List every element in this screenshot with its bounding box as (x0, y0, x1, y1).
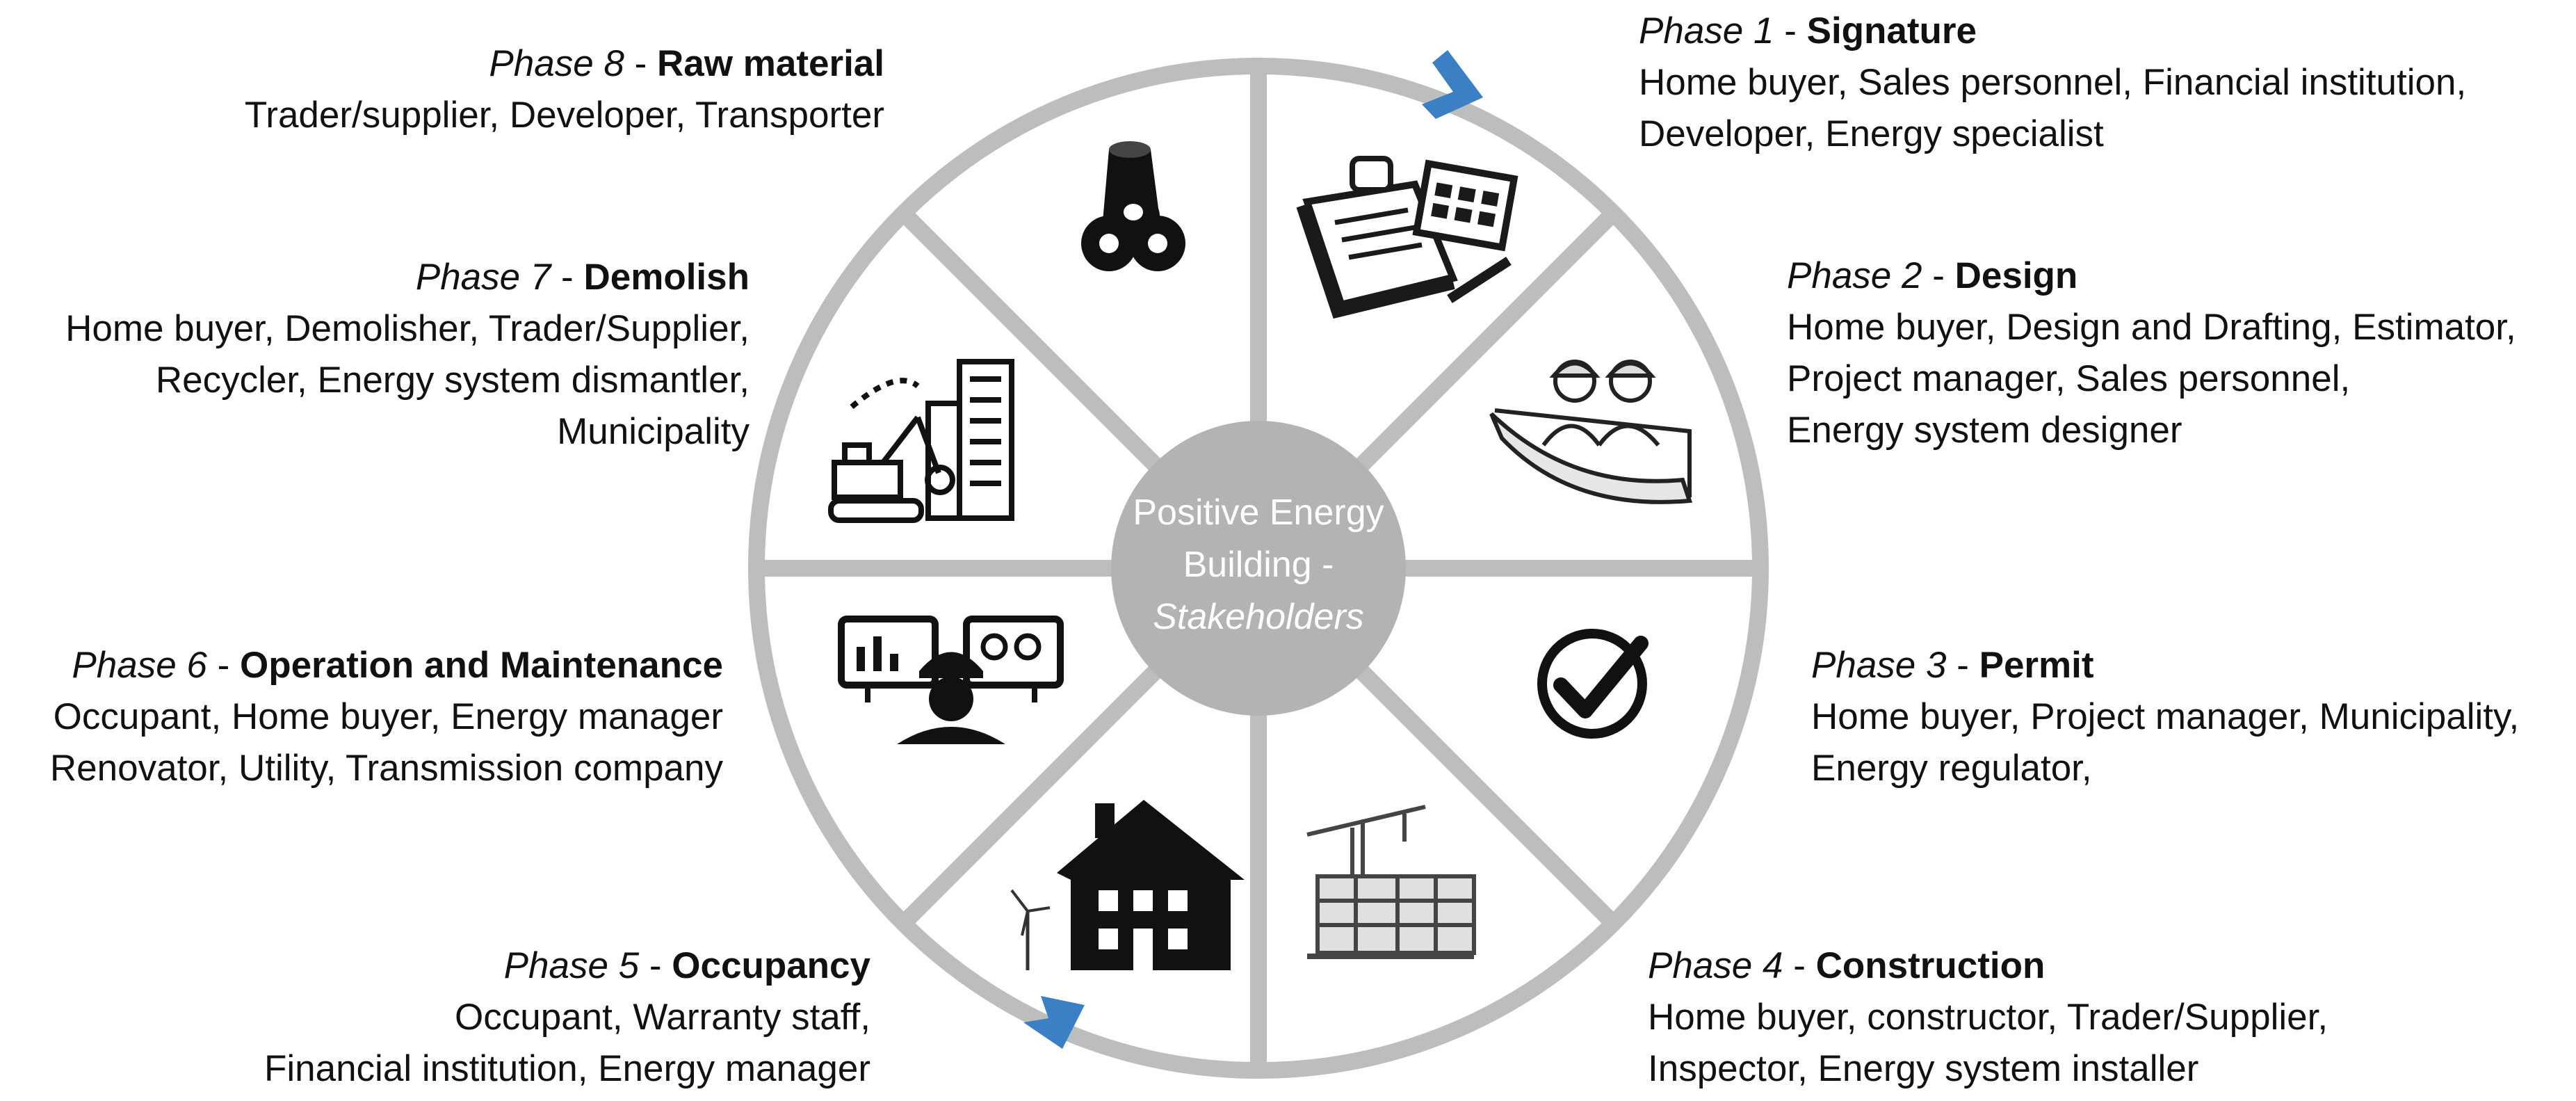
phase-8-line-1: Trader/supplier, Developer, Transporter (244, 95, 884, 136)
arrow-bottom-left-icon (1023, 996, 1085, 1049)
phase-7-block: Phase 7 - Demolish Home buyer, Demolishe… (65, 252, 750, 458)
phase-5-line-2: Financial institution, Energy manager (264, 1048, 870, 1089)
raw-material-pipes-icon (1081, 141, 1185, 271)
phase-3-line-2: Energy regulator, (1811, 748, 2092, 789)
phase-2-line-3: Energy system designer (1787, 410, 2182, 451)
phase-1-block: Phase 1 - Signature Home buyer, Sales pe… (1639, 6, 2466, 160)
center-line-1: Positive Energy (1133, 492, 1384, 533)
phase-8-block: Phase 8 - Raw material Trader/supplier, … (245, 38, 884, 141)
arrow-top-right-icon (1422, 50, 1483, 119)
checkmark-icon (1537, 629, 1649, 739)
worker-monitors-icon (838, 616, 1064, 744)
clipboard-calendar-icon (1296, 156, 1518, 319)
center-hub (1111, 421, 1406, 716)
phase-4-heading: Phase 4 - Construction (1648, 945, 2046, 986)
phase-3-heading: Phase 3 - Permit (1811, 645, 2094, 686)
center-line-3: Stakeholders (1153, 597, 1364, 637)
phase-6-heading: Phase 6 - Operation and Maintenance (72, 645, 723, 686)
phase-6-line-2: Renovator, Utility, Transmission company (49, 748, 723, 789)
phase-6-line-1: Occupant, Home buyer, Energy manager (53, 696, 723, 737)
phase-7-line-2: Recycler, Energy system dismantler, (155, 360, 750, 401)
phase-8-heading: Phase 8 - Raw material (489, 43, 884, 84)
house-wind-turbine-icon (1010, 800, 1245, 970)
phase-5-heading: Phase 5 - Occupancy (503, 945, 870, 986)
phase-5-line-1: Occupant, Warranty staff, (455, 997, 870, 1038)
phase-3-line-1: Home buyer, Project manager, Municipalit… (1811, 696, 2520, 737)
spokes (756, 66, 1760, 1070)
phase-1-line-1: Home buyer, Sales personnel, Financial i… (1639, 62, 2467, 103)
phase-4-line-2: Inspector, Energy system installer (1648, 1048, 2199, 1089)
center-line-2: Building - (1183, 545, 1334, 585)
phase-6-block: Phase 6 - Operation and Maintenance Occu… (50, 640, 723, 794)
engineers-blueprint-icon (1489, 360, 1693, 504)
phase-1-heading: Phase 1 - Signature (1639, 10, 1977, 51)
phase-7-heading: Phase 7 - Demolish (415, 257, 750, 298)
center-label: Positive Energy Building - Stakeholders (1105, 487, 1411, 643)
phase-2-line-1: Home buyer, Design and Drafting, Estimat… (1787, 307, 2516, 348)
phase-2-line-2: Project manager, Sales personnel, (1787, 358, 2351, 399)
phase-7-line-3: Municipality (557, 411, 750, 452)
phase-5-block: Phase 5 - Occupancy Occupant, Warranty s… (264, 940, 870, 1095)
construction-crane-icon (1306, 805, 1476, 959)
phase-4-block: Phase 4 - Construction Home buyer, const… (1648, 940, 2328, 1095)
phase-7-line-1: Home buyer, Demolisher, Trader/Supplier, (65, 308, 750, 349)
demolition-excavator-icon (828, 359, 1014, 523)
phase-2-heading: Phase 2 - Design (1787, 255, 2078, 296)
phase-4-line-1: Home buyer, constructor, Trader/Supplier… (1648, 997, 2328, 1038)
phase-2-block: Phase 2 - Design Home buyer, Design and … (1787, 250, 2516, 456)
phase-3-block: Phase 3 - Permit Home buyer, Project man… (1811, 640, 2519, 794)
phase-1-line-2: Developer, Energy specialist (1639, 113, 2104, 154)
